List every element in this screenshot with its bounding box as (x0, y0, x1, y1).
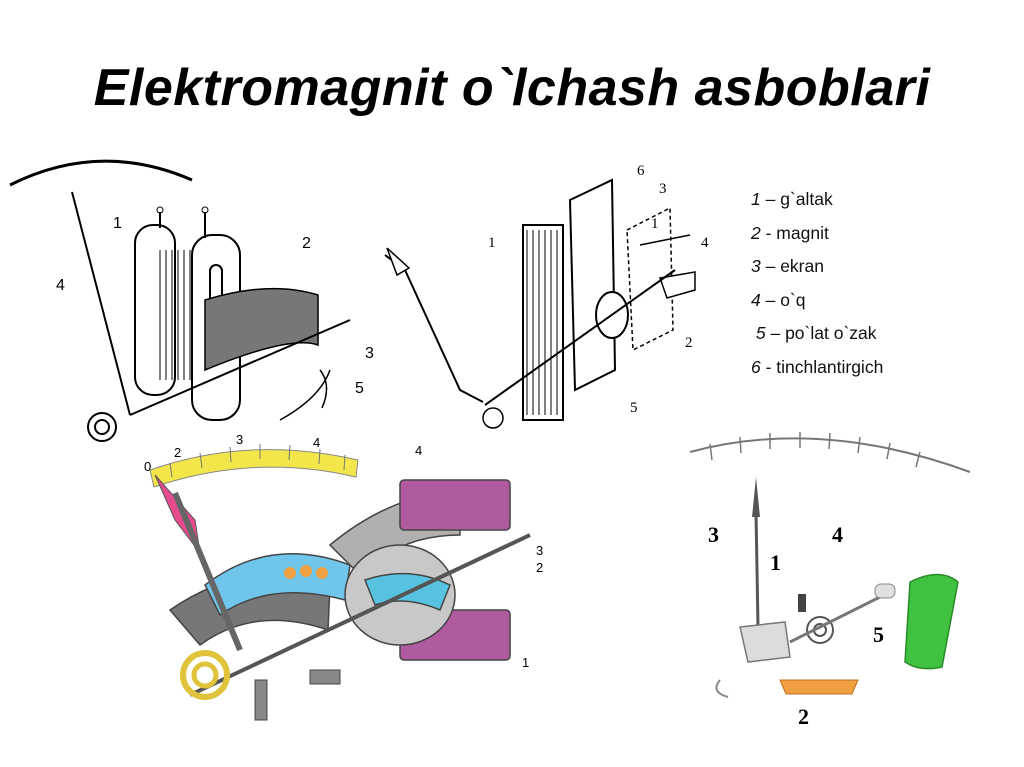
axis-rod (789, 595, 881, 644)
legend-sep: – (760, 289, 781, 310)
fig3-scale-4: 4 (313, 435, 320, 450)
fig2-label-6: 6 (637, 163, 645, 179)
fig1-label-2: 2 (302, 235, 311, 252)
pointer-line (71, 191, 131, 416)
legend-text: tinchlantirgich (776, 356, 884, 377)
pointer-tip (752, 477, 760, 517)
axis-rod (484, 269, 676, 406)
legend-text: g`altak (780, 189, 833, 209)
legend-sep: - (760, 356, 777, 377)
legend-sep: - (760, 222, 777, 243)
fig3-label-1: 1 (522, 655, 529, 670)
legend-item-4: 4 – o`q (751, 284, 883, 318)
fig4-label-2: 2 (798, 704, 809, 729)
coil-frame (568, 178, 617, 392)
figure-1-instrument-drawing: 1 2 3 4 5 (0, 140, 400, 460)
figure-2-instrument-drawing: 6 3 1 1 4 2 5 (375, 150, 720, 435)
fig2-label-3: 3 (659, 181, 667, 197)
fig4-label-5: 5 (873, 622, 884, 647)
legend-item-6: 6 - tinchlantirgich (751, 351, 883, 385)
legend-item-3: 3 – ekran (751, 250, 883, 284)
legend-item-1: 1 – g`altak (751, 183, 883, 217)
orange-segment (779, 679, 859, 695)
fig1-label-3: 3 (365, 345, 374, 362)
fig3-label-4: 4 (415, 443, 422, 458)
fig1-label-5: 5 (355, 380, 364, 397)
spring-spiral (87, 412, 117, 442)
core-cylinder (739, 621, 791, 663)
legend-num: 5 (751, 323, 766, 344)
fig1-label-1: 1 (113, 215, 122, 232)
fig4-label-4: 4 (832, 522, 843, 547)
fig2-label-2: 2 (685, 335, 693, 351)
fig4-label-1: 1 (770, 550, 781, 575)
pointer-line (384, 254, 484, 403)
axis-rod (129, 319, 351, 416)
figure-3-color-illustration: 0 2 3 4 4 3 2 1 (130, 425, 585, 760)
legend-num: 1 (751, 189, 761, 209)
legend-text: ekran (780, 256, 824, 277)
legend-item-5: 5 – po`lat o`zak (751, 317, 883, 351)
legend-sep: – (760, 256, 781, 277)
fig2-label-4: 4 (701, 235, 709, 251)
fig2-label-1-right: 1 (651, 216, 659, 232)
legend-text: po`lat o`zak (785, 323, 877, 344)
coil-stack (522, 224, 564, 421)
magnet-plate (204, 287, 319, 372)
fig3-scale-2: 2 (174, 445, 181, 460)
scale-arc (689, 437, 971, 473)
legend-num: 4 (751, 289, 761, 310)
fig3-scale-3: 3 (236, 432, 243, 447)
fig3-scale-0: 0 (144, 459, 151, 474)
legend-sep: – (760, 189, 781, 209)
pointer-stem (754, 511, 760, 628)
coil-block-top (399, 479, 511, 531)
scale-arc (9, 159, 193, 187)
fig3-label-2: 2 (536, 560, 543, 575)
legend-num: 2 (751, 222, 761, 243)
axis-rod (189, 533, 531, 697)
fig4-label-3: 3 (708, 522, 719, 547)
green-arc (904, 573, 959, 670)
page-title: Elektromagnit o`lchash asboblari (93, 59, 931, 117)
spring-spiral (806, 616, 834, 644)
legend-sep: – (765, 323, 786, 344)
fig1-label-4: 4 (56, 277, 65, 294)
figure-4-color-illustration: 3 1 4 5 2 (680, 422, 980, 742)
yellow-scale (149, 449, 359, 488)
legend-item-2: 2 - magnit (751, 217, 883, 251)
fig2-label-1-left: 1 (488, 235, 496, 251)
legend-num: 6 (751, 356, 761, 377)
legend-num: 3 (751, 256, 761, 277)
legend: 1 – g`altak 2 - magnit 3 – ekran 4 – o`q… (751, 183, 883, 385)
legend-text: o`q (780, 289, 806, 310)
coil-frame-back (134, 224, 176, 396)
fig3-label-3: 3 (536, 543, 543, 558)
pointer-stem (172, 491, 243, 652)
screen-plate (626, 206, 674, 352)
legend-text: magnit (776, 222, 829, 243)
yellow-spring (180, 650, 230, 700)
fig2-label-5: 5 (630, 400, 638, 416)
